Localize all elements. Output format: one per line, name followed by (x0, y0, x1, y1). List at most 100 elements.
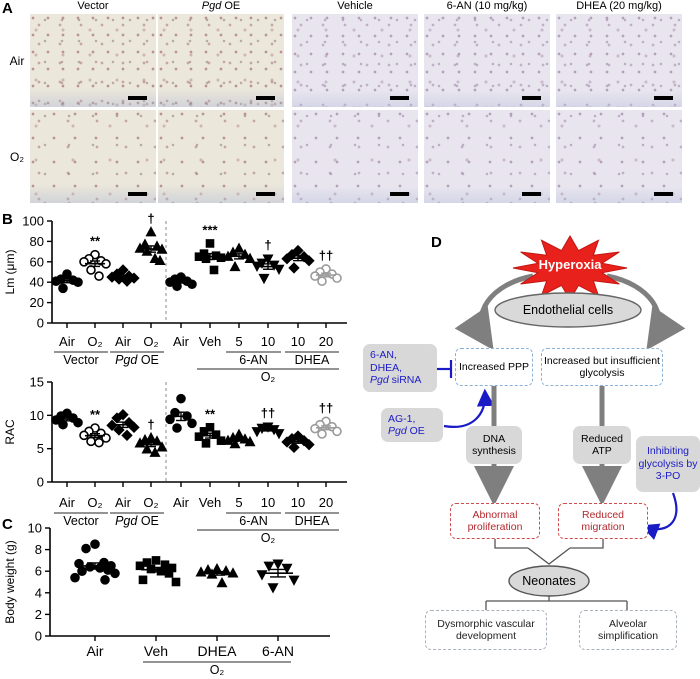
svg-text:RAC: RAC (3, 419, 17, 445)
chart-group (281, 244, 315, 328)
inhibitors-line1: 6-AN, (370, 349, 397, 362)
svg-text:80: 80 (30, 234, 44, 249)
endothelial-ellipse (494, 292, 642, 328)
svg-text:20: 20 (319, 495, 333, 510)
arrow-3po-migration (640, 492, 678, 540)
arrow-hyperoxia-right (606, 273, 686, 351)
alveolar-box: Alveolar simplification (579, 610, 677, 650)
svg-text:20: 20 (30, 295, 44, 310)
reduced-atp-box: Reduced ATP (573, 426, 631, 464)
svg-text:Air: Air (59, 495, 76, 510)
scale-bar (654, 192, 673, 196)
chart-group (222, 242, 256, 328)
scale-bar (522, 192, 541, 196)
activators-line1: AG-1, (388, 412, 416, 425)
significance-marker: † (264, 238, 271, 253)
chart-group (194, 423, 226, 487)
chart-group (70, 539, 120, 641)
svg-text:0: 0 (35, 629, 42, 644)
svg-text:Pgd OE: Pgd OE (115, 514, 159, 528)
svg-text:Veh: Veh (144, 643, 168, 659)
svg-text:10: 10 (291, 334, 305, 349)
histology-image (292, 14, 418, 107)
svg-text:10: 10 (30, 408, 44, 423)
diagram-connectors (437, 235, 686, 610)
svg-text:15: 15 (30, 375, 44, 390)
svg-text:O₂: O₂ (210, 663, 225, 677)
column-header: DHEA (20 mg/kg) (576, 0, 662, 12)
svg-text:Air: Air (115, 495, 132, 510)
chart-group (195, 562, 239, 641)
scale-bar (390, 192, 409, 196)
significance-marker: † (147, 211, 154, 226)
dna-synthesis-box: DNA synthesis (466, 426, 522, 464)
svg-text:0: 0 (37, 316, 44, 331)
svg-text:Air: Air (115, 334, 132, 349)
svg-text:6-AN: 6-AN (239, 514, 267, 528)
histology-image (556, 110, 682, 203)
svg-text:10: 10 (261, 495, 275, 510)
significance-marker: † (147, 417, 154, 432)
svg-text:20: 20 (319, 334, 333, 349)
svg-text:Vector: Vector (63, 514, 98, 528)
chart-group (256, 559, 300, 641)
panel-c-label: C (2, 516, 13, 533)
chart-group (194, 239, 226, 328)
svg-text:DHEA: DHEA (198, 643, 238, 659)
svg-text:O₂: O₂ (143, 495, 158, 510)
chart-group (79, 423, 111, 487)
neonates-text: Neonates (522, 574, 576, 588)
svg-text:10: 10 (28, 521, 42, 536)
svg-text:Air: Air (173, 495, 190, 510)
svg-text:Body weight (g): Body weight (g) (3, 540, 17, 623)
inhibitors-box: 6-AN, DHEA, Pgd siRNA (363, 344, 437, 392)
significance-marker: †† (319, 248, 333, 263)
panel-b-label: B (2, 211, 13, 228)
significance-marker: ** (205, 406, 216, 421)
histology-image (424, 14, 550, 107)
svg-text:6-AN: 6-AN (262, 643, 294, 659)
vascular-box: Dysmorphic vascular development (425, 610, 547, 650)
svg-text:O₂: O₂ (87, 334, 102, 349)
endothelial-text: Endothelial cells (522, 303, 614, 317)
histology-image (158, 14, 284, 107)
histology-image (30, 110, 156, 203)
svg-text:O₂: O₂ (261, 531, 276, 545)
chart-group (134, 431, 168, 487)
activators-box: AG-1, Pgd OE (381, 408, 443, 442)
chart-group (281, 430, 315, 487)
chart-group (310, 264, 342, 328)
chart-group (251, 254, 285, 328)
svg-text:Veh: Veh (199, 495, 221, 510)
svg-text:5: 5 (235, 334, 242, 349)
activators-line2-italic: Pgd (388, 425, 407, 437)
svg-text:100: 100 (22, 214, 44, 229)
svg-text:0: 0 (37, 475, 44, 490)
svg-text:4: 4 (35, 585, 42, 600)
scale-bar (522, 96, 541, 100)
abnormal-proliferation-box: Abnormal proliferation (450, 503, 540, 539)
svg-text:DHEA: DHEA (295, 353, 330, 367)
arrow-ag1-ppp (443, 388, 495, 428)
svg-text:6: 6 (35, 564, 42, 579)
significance-marker: *** (202, 222, 218, 237)
chart-group (79, 249, 111, 328)
svg-text:60: 60 (30, 254, 44, 269)
scale-bar (390, 96, 409, 100)
chart-group (165, 393, 197, 487)
scale-bar (256, 192, 275, 196)
svg-text:O₂: O₂ (87, 495, 102, 510)
svg-text:Lm (μm): Lm (μm) (3, 250, 17, 295)
histology-image (292, 110, 418, 203)
scale-bar (654, 96, 673, 100)
hyperoxia-text: Hyperoxia (538, 257, 602, 272)
inhibitors-line2: DHEA, (370, 361, 403, 374)
significance-marker: †† (261, 406, 275, 421)
row-label-o2: O₂ (10, 150, 24, 164)
histology-image (30, 14, 156, 107)
inhibitors-line3-italic: Pgd (370, 374, 389, 387)
